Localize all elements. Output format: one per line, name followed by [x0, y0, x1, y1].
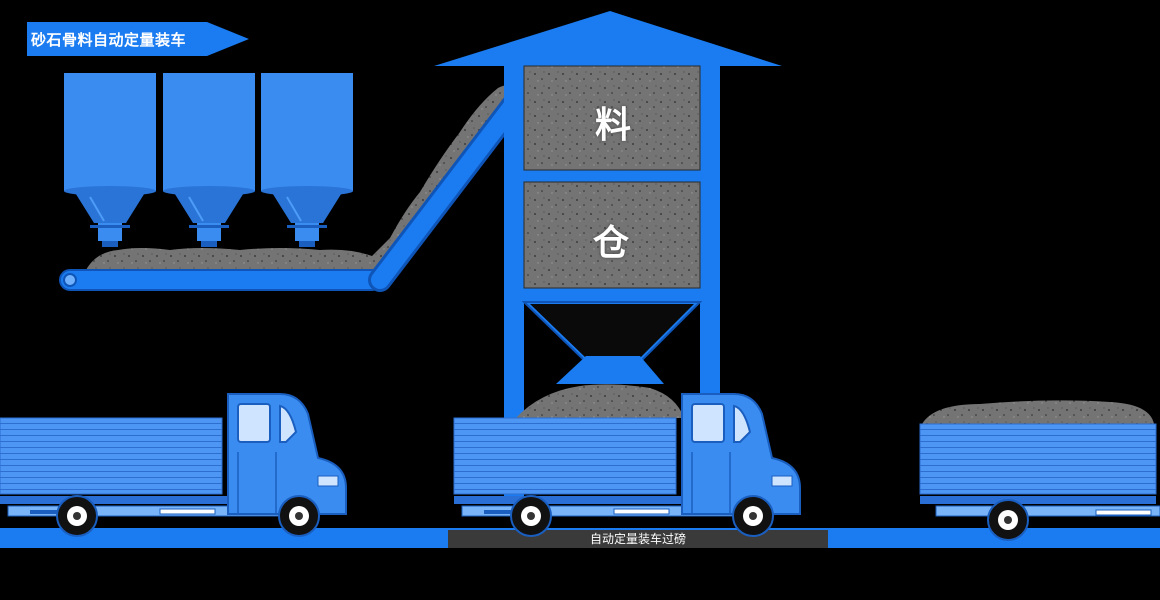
- weighbridge-label: 自动定量装车过磅: [589, 532, 686, 546]
- storage-bin-tower: [434, 11, 782, 500]
- truck-loaded-gravel: [922, 400, 1154, 424]
- feeder-hopper-2: [162, 72, 256, 248]
- bin-upper-label: 料: [595, 105, 632, 146]
- inclined-conveyor: [368, 92, 526, 292]
- page-title: 砂石骨料自动定量装车: [31, 31, 187, 49]
- truck-loaded: [919, 423, 1160, 541]
- title-banner: [27, 22, 249, 56]
- truck-waiting: [0, 393, 347, 537]
- weighbridge: [448, 530, 828, 548]
- feeder-hopper-3: [260, 72, 354, 248]
- truck-loading-gravel: [516, 384, 684, 418]
- horizontal-conveyor: [59, 269, 389, 291]
- bin-discharge: [556, 356, 664, 384]
- feeder-hopper-1: [63, 72, 157, 248]
- bin-roof: [434, 11, 782, 66]
- bin-lower-compartment: [523, 181, 701, 289]
- bin-upper-compartment: [523, 65, 701, 171]
- bin-lower-label: 仓: [593, 223, 630, 264]
